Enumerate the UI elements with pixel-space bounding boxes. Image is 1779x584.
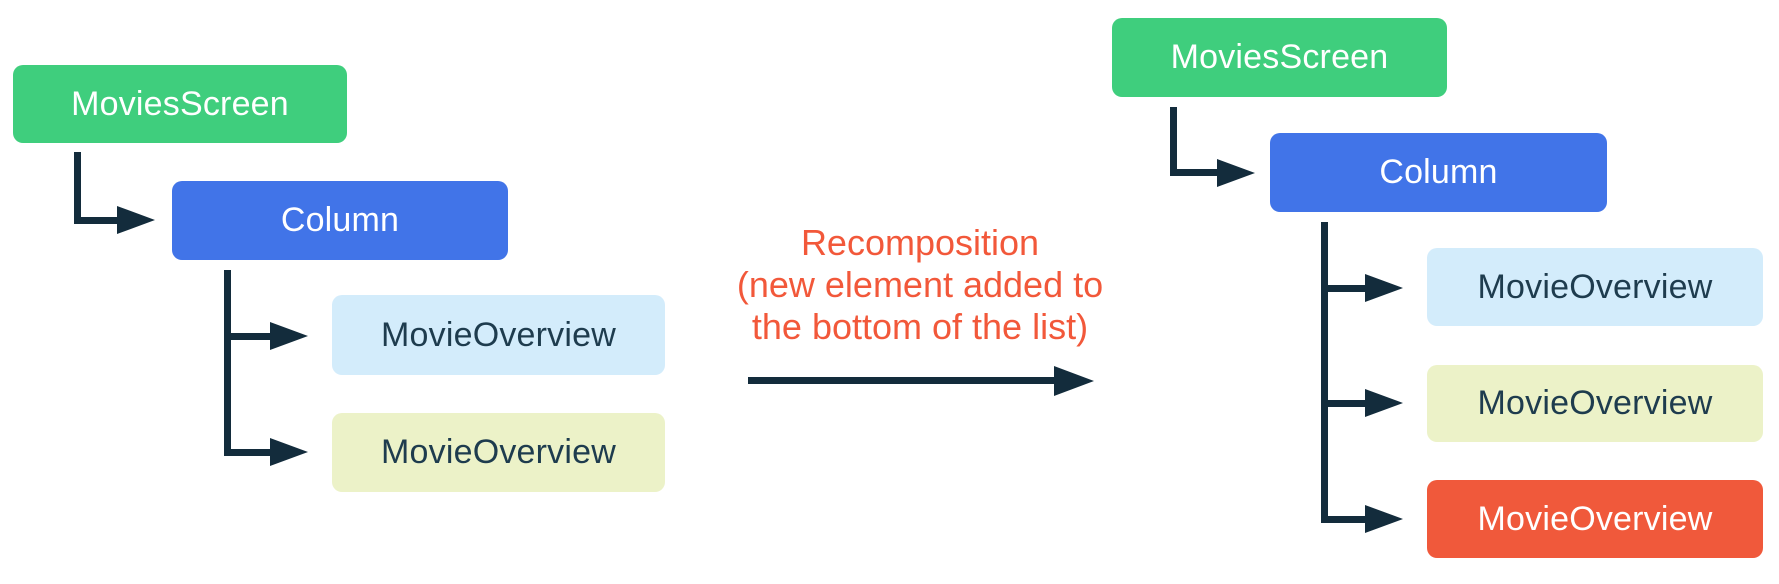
left-column-children-connector-vline [224, 270, 231, 456]
left-branch2-hline [224, 449, 272, 456]
right-moviesscreen-node: MoviesScreen [1112, 18, 1447, 97]
left-movieoverview-node-1: MovieOverview [332, 295, 665, 375]
left-column-node: Column [172, 181, 508, 260]
right-column-node: Column [1270, 133, 1607, 212]
arrowhead-icon [270, 322, 308, 350]
caption-line-1: Recomposition [800, 222, 1040, 263]
arrowhead-icon [1217, 159, 1255, 187]
left-moviesscreen-node: MoviesScreen [13, 65, 347, 143]
right-movieoverview-node-2: MovieOverview [1427, 365, 1763, 442]
arrowhead-icon [1054, 366, 1094, 396]
right-screen-to-column-connector-hline [1170, 169, 1217, 176]
right-movieoverview-node-1: MovieOverview [1427, 248, 1763, 326]
recomposition-caption: Recomposition (new element added to the … [690, 222, 1150, 348]
right-branch3-hline [1321, 516, 1367, 523]
arrowhead-icon [1365, 274, 1403, 302]
arrowhead-icon [1365, 389, 1403, 417]
right-branch2-hline [1321, 400, 1367, 407]
right-branch1-hline [1321, 285, 1367, 292]
arrowhead-icon [117, 206, 155, 234]
left-screen-to-column-connector-hline [74, 217, 120, 224]
transition-arrow-line [748, 377, 1054, 384]
left-screen-to-column-connector-vline [74, 152, 81, 223]
left-movieoverview-node-2: MovieOverview [332, 413, 665, 492]
caption-line-3: the bottom of the list) [751, 306, 1089, 347]
right-screen-to-column-connector-vline [1170, 107, 1177, 176]
left-branch1-hline [224, 333, 272, 340]
right-column-children-connector-vline [1321, 222, 1328, 523]
arrowhead-icon [1365, 505, 1403, 533]
caption-line-2: (new element added to [736, 264, 1104, 305]
right-movieoverview-node-3-new: MovieOverview [1427, 480, 1763, 558]
arrowhead-icon [270, 438, 308, 466]
